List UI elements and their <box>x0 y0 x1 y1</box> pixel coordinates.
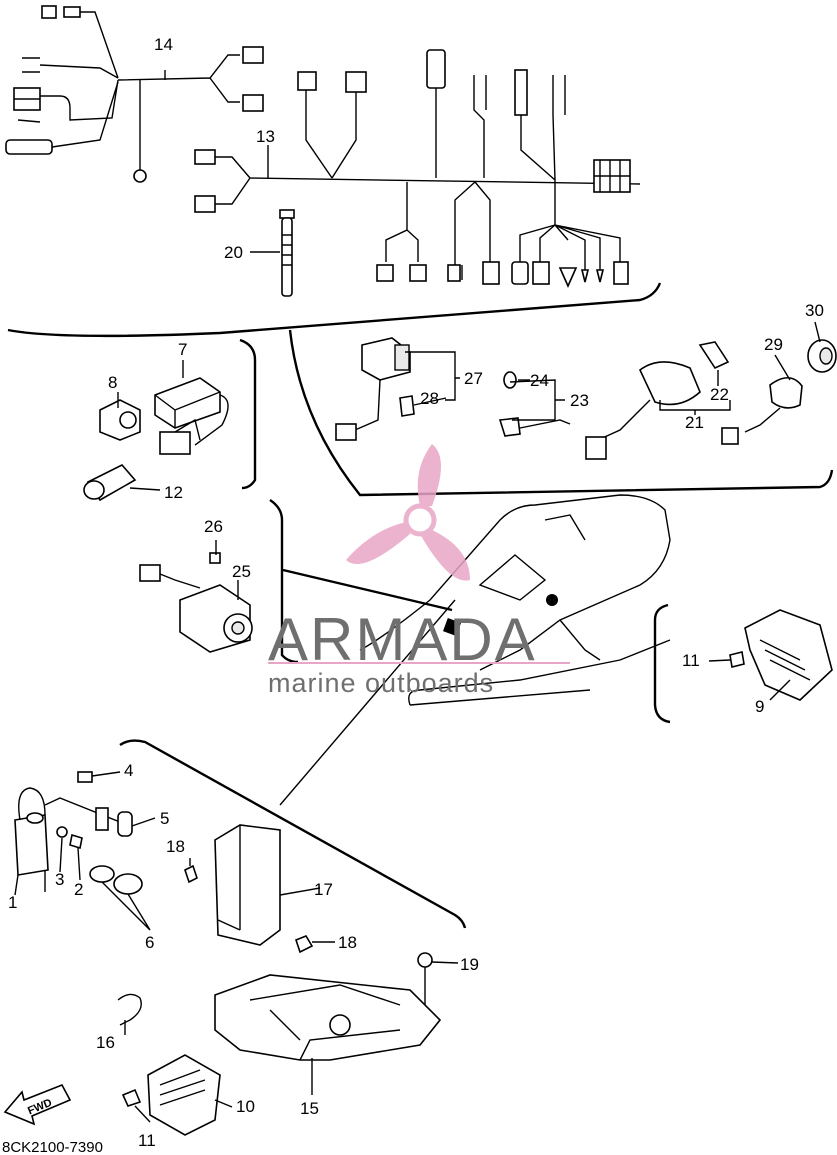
callout-28: 28 <box>420 389 439 408</box>
callout-4: 4 <box>124 761 133 780</box>
callout-21: 21 <box>685 413 704 432</box>
armada-propeller-logo-icon <box>346 444 470 581</box>
parts-21-30 <box>335 337 837 460</box>
wire-harness-14 <box>5 5 264 183</box>
callout-13: 13 <box>256 127 275 146</box>
watermark-brand: ARMADA <box>268 606 537 673</box>
callout-18-lower: 18 <box>338 933 357 952</box>
callout-12: 12 <box>164 483 183 502</box>
callout-22: 22 <box>710 385 729 404</box>
part-code: 8CK2100-7390 <box>2 1139 103 1155</box>
parts-1-6 <box>14 771 143 895</box>
callout-10: 10 <box>236 1097 255 1116</box>
callout-6: 6 <box>145 933 154 952</box>
callout-11-bottom: 11 <box>138 1131 156 1150</box>
callout-18-upper: 18 <box>166 837 185 856</box>
callout-29: 29 <box>764 335 783 354</box>
leader-lines <box>14 70 821 1123</box>
parts-7-8-12 <box>83 377 229 502</box>
callout-5: 5 <box>160 809 169 828</box>
callout-16: 16 <box>96 1033 115 1052</box>
snowmobile-body <box>359 494 671 706</box>
callout-19: 19 <box>460 955 479 974</box>
callout-9: 9 <box>755 697 764 716</box>
callout-17: 17 <box>314 880 333 899</box>
callout-2: 2 <box>74 880 83 899</box>
callout-25: 25 <box>232 562 251 581</box>
callout-15: 15 <box>300 1099 319 1118</box>
callout-14: 14 <box>154 35 173 54</box>
parts-9-11 <box>729 609 833 701</box>
parts-15-19 <box>117 824 442 1136</box>
callout-7: 7 <box>178 340 187 359</box>
callout-24: 24 <box>530 371 549 390</box>
wire-harness-13 <box>194 49 641 297</box>
callout-20: 20 <box>224 243 243 262</box>
callout-3: 3 <box>55 870 64 889</box>
callout-1: 1 <box>8 893 17 912</box>
fwd-arrow-icon: FWD <box>3 1083 72 1126</box>
callout-labels: 1 2 3 4 5 6 7 8 9 10 11 11 12 13 14 15 1… <box>8 35 824 1150</box>
callout-27: 27 <box>464 369 483 388</box>
callout-11-right: 11 <box>682 651 700 670</box>
callout-8: 8 <box>108 373 117 392</box>
callout-26: 26 <box>204 517 223 536</box>
section-outlines <box>7 282 834 929</box>
callout-30: 30 <box>805 301 824 320</box>
callout-23: 23 <box>570 391 589 410</box>
watermark-tagline: marine outboards <box>268 668 494 698</box>
parts-25-26 <box>139 552 253 653</box>
